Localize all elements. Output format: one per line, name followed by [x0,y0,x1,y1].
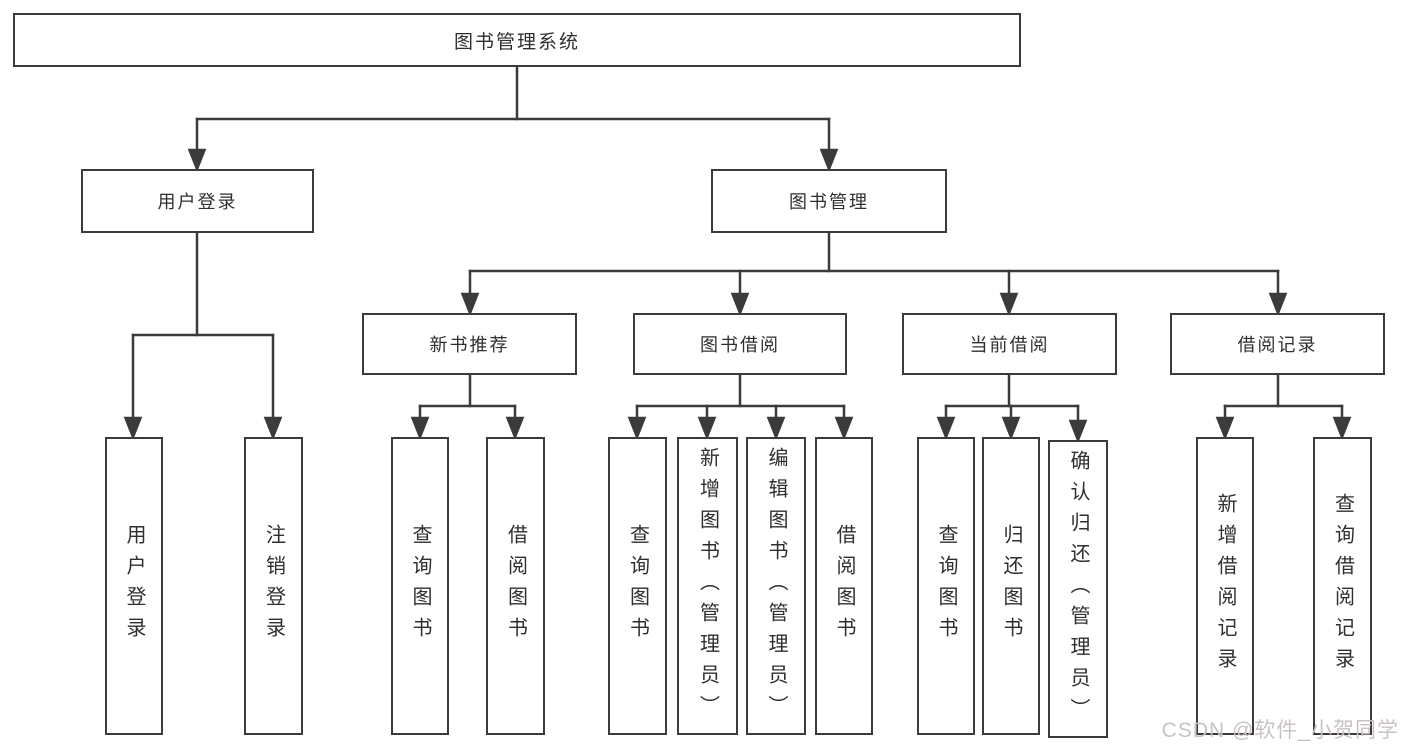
leaf-nbr-query-books: 查询图书 [391,437,449,735]
node-book-management: 图书管理 [711,169,947,233]
leaf-br-query-record: 查询借阅记录 [1313,437,1372,735]
leaf-nbr-borrow-books-label: 借阅图书 [504,524,527,648]
leaf-user-login-label: 用户登录 [123,524,145,648]
node-borrow-records: 借阅记录 [1170,313,1385,375]
leaf-bb-edit-books-admin-label: 编辑图书（管理员） [765,446,787,726]
node-new-book-recommend: 新书推荐 [362,313,577,375]
leaf-bb-edit-books-admin: 编辑图书（管理员） [746,437,806,735]
leaf-br-query-record-label: 查询借阅记录 [1331,493,1354,679]
leaf-logout: 注销登录 [244,437,303,735]
leaf-nbr-borrow-books: 借阅图书 [486,437,545,735]
leaf-user-login: 用户登录 [105,437,163,735]
leaf-cb-confirm-return-admin-label: 确认归还（管理员） [1067,449,1089,729]
leaf-bb-add-books-admin: 新增图书（管理员） [677,437,738,735]
node-book-borrow: 图书借阅 [633,313,847,375]
leaf-logout-label: 注销登录 [262,524,285,648]
node-current-borrow: 当前借阅 [902,313,1117,375]
leaf-br-add-record: 新增借阅记录 [1196,437,1254,735]
leaf-cb-query-books-label: 查询图书 [935,524,957,648]
leaf-bb-borrow-books-label: 借阅图书 [833,524,855,648]
leaf-bb-add-books-admin-label: 新增图书（管理员） [696,446,719,726]
leaf-cb-return-books-label: 归还图书 [1000,524,1022,648]
leaf-cb-confirm-return-admin: 确认归还（管理员） [1048,440,1108,738]
node-user-login: 用户登录 [81,169,314,233]
leaf-br-add-record-label: 新增借阅记录 [1214,493,1236,679]
leaf-bb-borrow-books: 借阅图书 [815,437,873,735]
leaf-nbr-query-books-label: 查询图书 [409,524,431,648]
node-root-library-system: 图书管理系统 [13,13,1021,67]
leaf-bb-query-books: 查询图书 [608,437,667,735]
leaf-cb-return-books: 归还图书 [982,437,1040,735]
leaf-cb-query-books: 查询图书 [917,437,975,735]
leaf-bb-query-books-label: 查询图书 [626,524,649,648]
